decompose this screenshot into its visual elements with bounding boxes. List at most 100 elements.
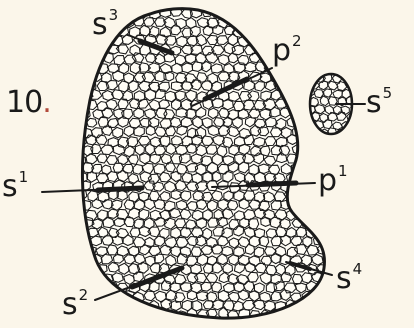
tissue-cell	[70, 18, 81, 29]
tissue-cell	[285, 81, 296, 91]
tissue-cell	[70, 90, 81, 101]
tissue-cell	[297, 7, 307, 17]
tissue-cell	[77, 45, 87, 55]
tissue-cell	[260, 0, 271, 9]
tissue-cell	[156, 0, 166, 9]
tissue-cell	[75, 264, 86, 274]
tissue-cell	[75, 246, 86, 256]
tissue-cell	[198, 0, 208, 10]
label-s1: s1	[2, 170, 27, 202]
tissue-cell	[306, 136, 317, 147]
tissue-cell	[300, 130, 310, 139]
tissue-cell	[249, 16, 260, 27]
tissue-cell	[301, 72, 312, 82]
tissue-cell	[323, 18, 335, 27]
tissue-cell	[317, 137, 328, 147]
tissue-cell	[81, 0, 92, 9]
tissue-cell	[76, 28, 86, 37]
tissue-cell	[118, 8, 129, 19]
label-p1-base: p	[318, 163, 336, 198]
tissue-cell	[303, 55, 313, 65]
label-s4-sup: 4	[353, 260, 362, 278]
tissue-cell	[268, 0, 280, 9]
tissue-cell	[255, 318, 266, 328]
tissue-cell	[265, 8, 276, 19]
tissue-cell	[218, 0, 228, 9]
tissue-cell	[70, 256, 82, 265]
tissue-cell	[224, 7, 235, 18]
label-p1-sup: 1	[338, 162, 347, 180]
tissue-cell	[291, 310, 303, 320]
tissue-cell	[317, 9, 327, 20]
label-s4-base: s	[336, 261, 351, 296]
tissue-cell	[300, 37, 311, 48]
tissue-cell	[308, 302, 320, 311]
tissue-cell	[249, 0, 261, 8]
tissue-cell	[313, 53, 324, 62]
tissue-cell	[223, 319, 235, 328]
tissue-cell	[233, 9, 246, 19]
tissue-cell	[287, 318, 297, 328]
tissue-cell	[71, 219, 82, 229]
label-s5-base: s	[366, 85, 381, 120]
tissue-cell	[296, 81, 308, 91]
label-s2-base: s	[62, 287, 77, 322]
tissue-cell	[207, 0, 218, 8]
tissue-cell	[250, 34, 260, 45]
tissue-cell	[80, 72, 91, 81]
tissue-cell	[129, 8, 141, 18]
tissue-cell	[276, 320, 287, 328]
tissue-cell	[82, 54, 92, 65]
tissue-cell	[319, 43, 329, 53]
tissue-cell	[317, 25, 328, 35]
tissue-cell	[70, 201, 80, 211]
tissue-cell	[106, 319, 118, 328]
label-p2-sup: 2	[292, 32, 301, 50]
tissue-cell	[135, 310, 146, 320]
tissue-cell	[323, 199, 334, 210]
tissue-cell	[182, 318, 193, 328]
tissue-cell	[65, 64, 77, 73]
tissue-cell	[318, 63, 329, 74]
tissue-cell	[66, 246, 77, 255]
tissue-cell	[307, 9, 317, 20]
tissue-cell	[312, 310, 323, 320]
label-s1-base: s	[2, 169, 17, 204]
tissue-cell	[75, 64, 86, 74]
tissue-cell	[295, 118, 305, 127]
leader-s1-thick	[98, 188, 142, 190]
tissue-cell	[280, 19, 293, 28]
tissue-cell	[118, 319, 129, 328]
tissue-cell	[85, 63, 96, 73]
tissue-cell	[300, 17, 311, 27]
tissue-cell	[300, 97, 310, 106]
tissue-cell	[255, 26, 265, 37]
tissue-cell	[66, 8, 76, 19]
tissue-cell	[64, 190, 75, 202]
tissue-cell	[297, 100, 308, 109]
tissue-cell	[338, 66, 348, 75]
tissue-cell	[86, 264, 98, 275]
figure-number-dot: .	[42, 85, 51, 120]
tissue-cell	[167, 0, 176, 8]
tissue-cell	[118, 302, 130, 312]
tissue-cell	[213, 319, 225, 328]
label-s2: s2	[62, 288, 87, 320]
tissue-cell	[90, 54, 101, 64]
tissue-cell	[123, 0, 135, 8]
tissue-cell	[317, 319, 328, 328]
tissue-cell	[323, 238, 335, 248]
tissue-cell	[243, 8, 253, 18]
figure-number-text: 10	[6, 85, 42, 120]
tissue-cell	[106, 301, 118, 311]
label-s3: s3	[92, 8, 117, 40]
tissue-cell	[64, 118, 75, 127]
tissue-cell	[313, 200, 324, 211]
tissue-cell	[70, 126, 81, 137]
tissue-cell	[71, 36, 81, 45]
tissue-cell	[144, 310, 154, 320]
tissue-cell	[69, 0, 79, 10]
tissue-cell	[67, 136, 77, 147]
tissue-cell	[307, 46, 318, 55]
tissue-cell	[76, 10, 86, 19]
